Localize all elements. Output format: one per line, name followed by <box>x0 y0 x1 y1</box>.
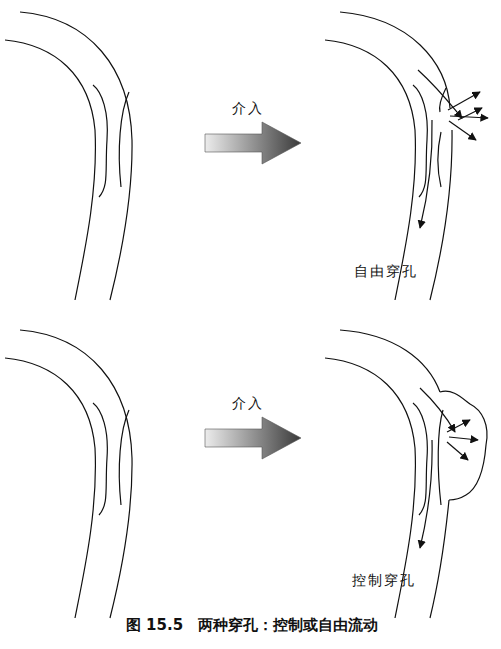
vessel <box>5 330 132 618</box>
vessel <box>5 12 132 300</box>
arrow-label: 介入 <box>232 395 264 413</box>
vessel-free-perforation <box>325 12 488 300</box>
figure-caption: 图 15.5 两种穿孔：控制或自由流动 <box>126 616 378 635</box>
panel-label: 自由穿孔 <box>354 263 418 281</box>
intervention-arrow <box>205 122 301 164</box>
vessel-controlled-perforation <box>325 330 487 618</box>
arrow-label: 介入 <box>232 100 264 118</box>
intervention-arrow <box>205 417 301 459</box>
panel-label: 控制穿孔 <box>352 572 416 590</box>
